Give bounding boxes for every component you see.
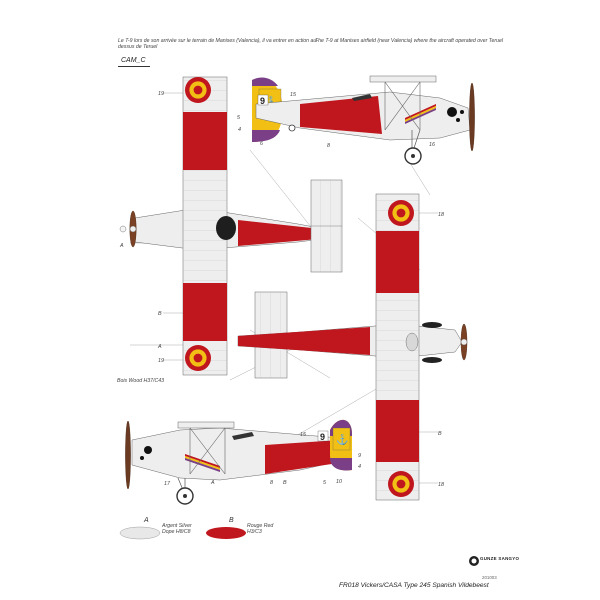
callout-17: 17 [164, 481, 171, 487]
callout-6: 6 [260, 141, 263, 147]
underside-plan-view [237, 193, 468, 501]
camo-underline [118, 66, 150, 67]
callout-b2: B [438, 431, 442, 437]
callout-19a: 19 [158, 91, 164, 97]
callout-b1: B [158, 311, 162, 317]
swatch-a-letter: A [144, 517, 149, 524]
swatch-silver [119, 526, 161, 540]
swatch-red [206, 527, 246, 539]
callout-a1: A [119, 243, 124, 249]
fin-number-top: 9 [260, 96, 265, 106]
roundel-under-top [388, 200, 414, 226]
callout-15b: 15 [300, 432, 307, 438]
swatch-b-label: Rouge Red H3/C3 [247, 523, 274, 536]
callout-b3: B [283, 480, 287, 486]
code-bottom: T-9 [270, 451, 290, 467]
code-top: T-9 [320, 111, 340, 127]
callout-5a: 5 [237, 115, 241, 121]
callout-16: 16 [429, 142, 435, 148]
french-caption: Le T-9 lors de son arrivée sur le terrai… [118, 38, 319, 51]
swatch-b-letter: B [229, 517, 234, 524]
footer-title: FR018 Vickers/CASA Type 245 Spanish Vild… [339, 582, 489, 589]
swatch-a-label: Argent Silver Dope H8/C8 [162, 523, 192, 536]
callout-4a: 4 [238, 127, 241, 133]
roundel-top [185, 77, 211, 103]
english-caption: The T-9 at Manises airfield (near Valenc… [315, 38, 503, 44]
callout-8a: 8 [327, 143, 330, 149]
top-plan-view [119, 76, 343, 376]
callout-8b: 8 [270, 480, 273, 486]
callout-10: 10 [336, 479, 342, 485]
roundel-bottom [185, 345, 211, 371]
callout-4b: 4 [358, 464, 361, 470]
fin-number-bottom: 9 [320, 432, 325, 442]
callout-15a: 15 [290, 92, 297, 98]
roundel-under-bottom [388, 471, 414, 497]
svg-text:⚓: ⚓ [336, 433, 348, 446]
brand-logo-text: GUNZE SANGYO [480, 556, 520, 561]
callout-19b: 19 [158, 358, 164, 364]
callout-9: 9 [358, 453, 361, 459]
wood-note: Bois Wood H37/C43 [117, 378, 164, 384]
callout-a3: A [210, 480, 215, 486]
callout-18b: 18 [438, 482, 444, 488]
callout-numbers: 19 15 5 4 6 8 16 A B A 19 18 B 18 15 9 4… [119, 91, 444, 488]
camo-label: CAM_C [121, 57, 146, 64]
side-view-left: ⚓ [125, 419, 352, 505]
callout-a2: A [157, 344, 162, 350]
item-code: 201003 [482, 575, 497, 580]
callout-5b: 5 [323, 480, 327, 486]
callout-18a: 18 [438, 212, 444, 218]
side-view-right: ⚓ [252, 75, 475, 165]
